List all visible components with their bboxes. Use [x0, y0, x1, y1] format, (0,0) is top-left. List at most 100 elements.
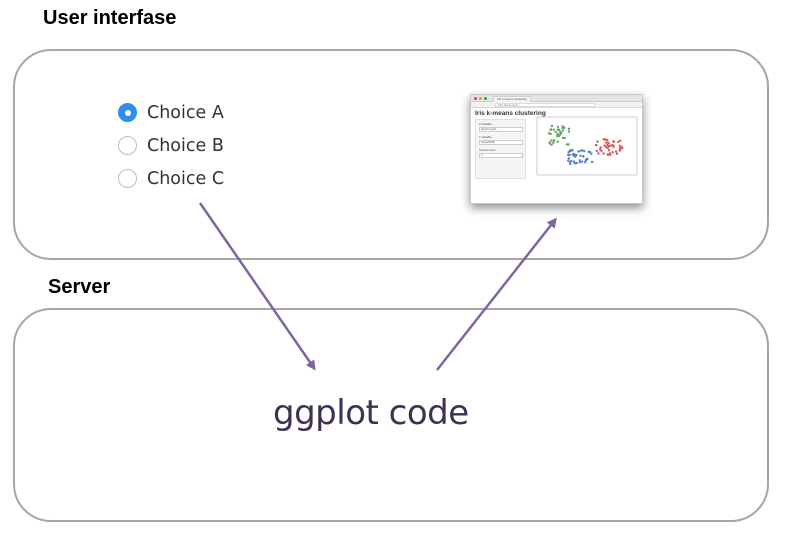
scatter-point	[573, 153, 577, 157]
scatter-point	[563, 126, 566, 129]
scatter-point	[548, 142, 551, 145]
scatter-point	[607, 144, 611, 148]
scatter-point	[612, 140, 616, 143]
scatter-point	[565, 143, 569, 146]
scatter-point	[572, 160, 576, 163]
scatter-point	[567, 143, 570, 146]
scatter-point	[552, 141, 555, 144]
scatter-point	[602, 152, 605, 155]
scatter-point	[557, 128, 560, 131]
scatter-point	[606, 146, 609, 150]
choice-radio-group: Choice A Choice B Choice C	[118, 96, 224, 195]
scatter-point	[594, 144, 598, 147]
scatter-point	[556, 132, 560, 135]
scatter-point	[567, 127, 571, 130]
radio-option-label: Choice A	[147, 102, 224, 123]
radio-option-label: Choice C	[147, 168, 225, 189]
scatter-point	[567, 157, 570, 160]
scatter-point	[590, 160, 594, 164]
scatter-point	[618, 144, 621, 147]
scatter-point	[599, 146, 602, 149]
browser-titlebar: Iris k-means clustering	[471, 95, 642, 102]
server-label: Server	[48, 276, 111, 298]
shiny-app-screenshot: Iris k-means clustering 127.0.0.1:xxxx I…	[470, 94, 643, 204]
scatter-point	[614, 150, 618, 153]
scatter-point	[582, 155, 585, 158]
scatter-point	[600, 149, 603, 152]
scatter-point	[604, 138, 608, 141]
input-label: Cluster count	[479, 148, 496, 152]
user-interface-label: User interfase	[43, 7, 177, 29]
scatter-point	[615, 152, 619, 155]
browser-tab: Iris k-means clustering	[493, 96, 532, 102]
scatter-point	[575, 161, 578, 165]
y-variable-select: Sepal.Width	[479, 140, 523, 145]
scatter-point	[590, 152, 593, 155]
x-variable-select: Sepal.Length	[479, 127, 523, 132]
scatter-point	[550, 143, 553, 146]
server-panel	[13, 308, 769, 522]
url-text: 127.0.0.1:xxxx	[495, 103, 595, 107]
scatter-point	[554, 130, 557, 134]
scatter-point	[556, 140, 559, 143]
app-title: Iris k-means clustering	[475, 110, 546, 117]
scatter-point	[550, 124, 554, 128]
scatter-point	[549, 128, 553, 131]
scatter-point	[556, 125, 560, 128]
scatter-point	[585, 157, 588, 161]
scatter-point	[568, 153, 571, 157]
scatter-point	[587, 150, 590, 154]
scatter-point	[552, 128, 555, 131]
scatter-point	[605, 141, 608, 144]
scatter-point	[550, 139, 553, 142]
scatter-point	[583, 150, 586, 153]
scatter-point	[577, 150, 580, 153]
scatter-point	[567, 130, 571, 133]
scatter-point	[606, 153, 610, 156]
user-interface-panel	[13, 49, 769, 260]
scatter-point	[571, 153, 574, 156]
scatter-point	[578, 159, 581, 162]
scatter-point	[607, 141, 610, 145]
scatter-point	[603, 144, 606, 147]
radio-option-c[interactable]: Choice C	[118, 162, 224, 195]
scatter-point	[595, 149, 598, 153]
radio-option-a[interactable]: Choice A	[118, 96, 224, 129]
minimize-icon	[479, 97, 482, 100]
scatter-point	[606, 143, 609, 147]
scatter-point	[609, 153, 612, 156]
scatter-point	[579, 149, 582, 152]
scatter-point	[620, 146, 624, 149]
scatter-point	[574, 155, 577, 158]
scatter-point	[547, 132, 551, 135]
radio-option-label: Choice B	[147, 135, 224, 156]
scatter-point	[571, 148, 574, 152]
radio-unchecked-icon[interactable]	[118, 169, 137, 188]
scatter-point	[617, 140, 620, 144]
scatter-point	[607, 149, 611, 152]
scatter-point	[560, 131, 563, 135]
input-label: X Variable	[479, 122, 492, 126]
scatter-point	[584, 161, 587, 164]
radio-checked-icon[interactable]	[118, 103, 137, 122]
input-to-server-arrow	[198, 202, 316, 371]
radio-option-b[interactable]: Choice B	[118, 129, 224, 162]
cluster-count-input: 3	[479, 153, 523, 158]
scatter-point	[568, 161, 572, 164]
scatter-point	[552, 139, 556, 142]
input-label: Y Variable	[479, 135, 492, 139]
scatter-point	[567, 159, 570, 162]
scatter-point	[597, 152, 600, 155]
close-icon	[474, 97, 477, 100]
scatter-point	[596, 140, 599, 143]
scatter-point	[610, 144, 613, 147]
scatter-plot	[536, 116, 638, 176]
scatter-point	[618, 146, 622, 150]
scatter-point	[579, 154, 582, 157]
radio-unchecked-icon[interactable]	[118, 136, 137, 155]
scatter-point	[618, 149, 621, 152]
scatter-point	[611, 151, 614, 154]
scatter-point	[580, 160, 584, 163]
scatter-point	[561, 129, 564, 132]
